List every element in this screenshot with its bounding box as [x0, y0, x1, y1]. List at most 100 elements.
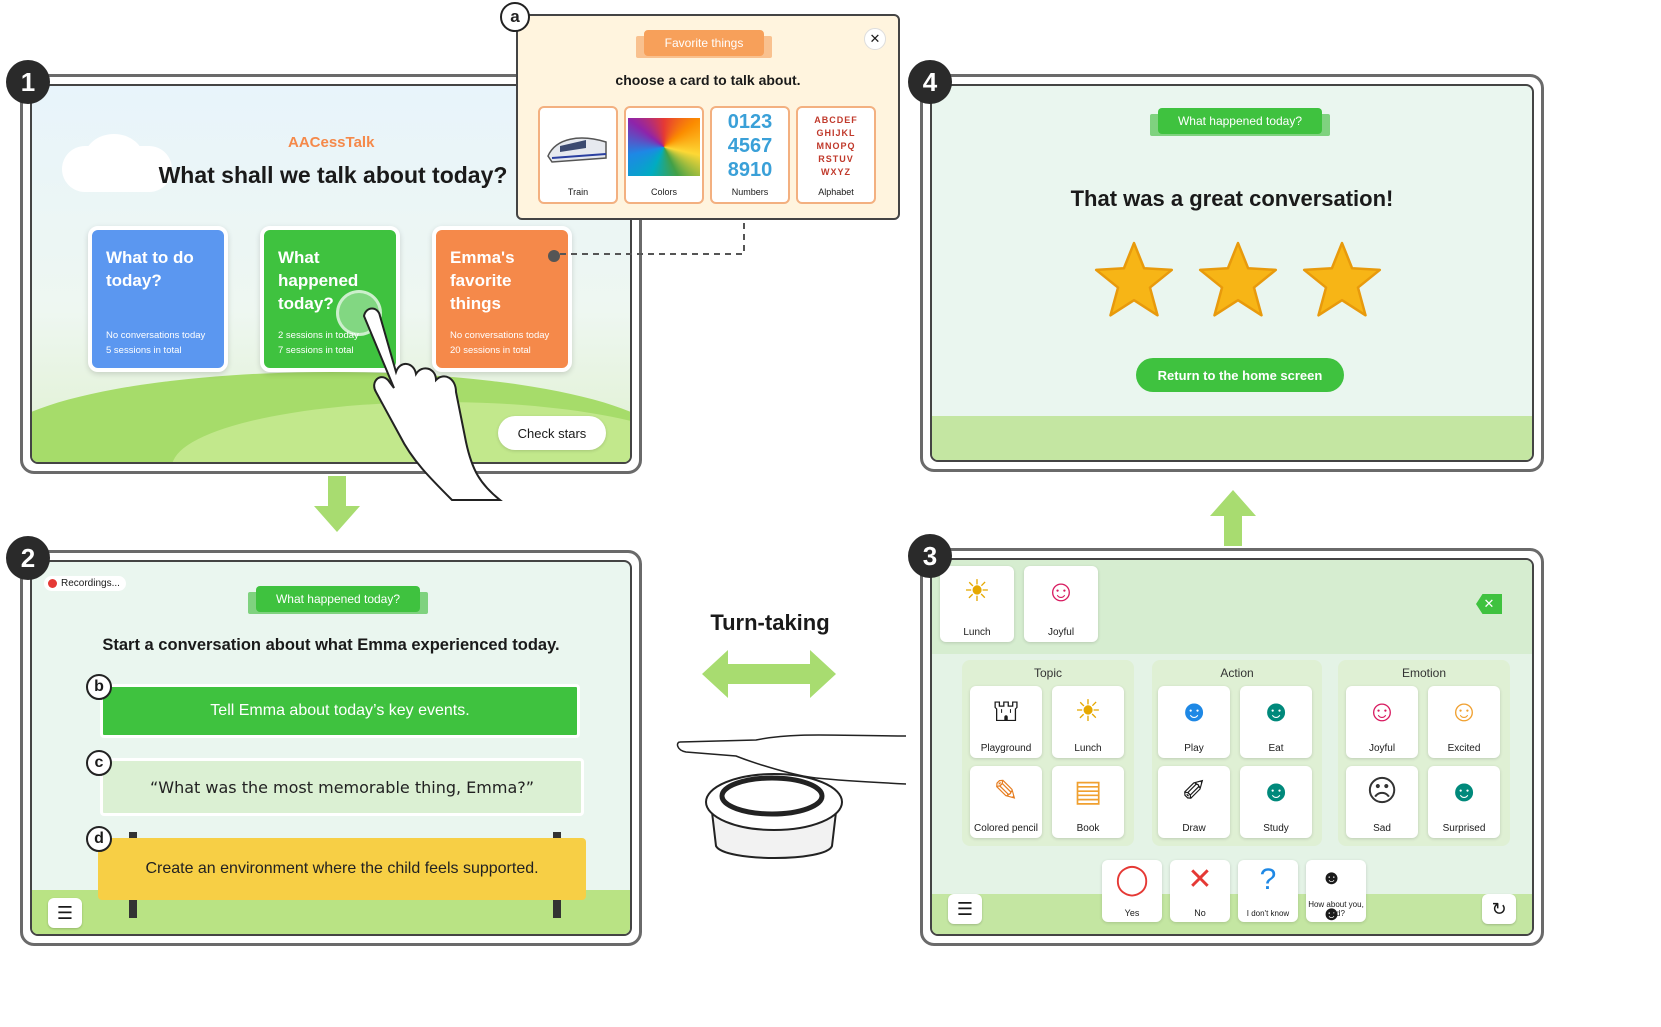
sun-icon: ☀	[1074, 695, 1102, 728]
aac-card-sad[interactable]: ☹Sad	[1346, 766, 1418, 838]
close-icon[interactable]: ✕	[864, 28, 886, 50]
card-label: Lunch	[1074, 743, 1102, 754]
quick-card-no[interactable]: ✕ No	[1170, 860, 1230, 922]
step-badge-3: 3	[908, 534, 952, 578]
aac-card-eat[interactable]: ☻Eat	[1240, 686, 1312, 758]
numbers-icon: 0123 4567 8910	[727, 111, 773, 181]
card-label: Lunch	[963, 627, 991, 638]
ground-decoration	[932, 894, 1532, 934]
arrow-down-icon	[314, 476, 360, 532]
panel-conversation-guide: Recordings... What happened today? Start…	[20, 550, 642, 946]
card-label: No	[1194, 908, 1206, 918]
guide-option-d[interactable]: Create an environment where the child fe…	[98, 838, 586, 900]
eat-icon: ☻	[1260, 695, 1292, 728]
badge-d: d	[86, 826, 112, 852]
selected-card-joyful[interactable]: ☺ Joyful	[1024, 566, 1098, 642]
aac-screen: ☀ Lunch ☺ Joyful ✕ Topic ⛫Playground ☀ Lu…	[930, 558, 1534, 936]
aac-card-surprised[interactable]: ☻ Surprised	[1428, 766, 1500, 838]
study-icon: ☻	[1260, 775, 1292, 808]
aac-card-lunch[interactable]: ☀ Lunch	[1052, 686, 1124, 758]
badge-b: b	[86, 674, 112, 700]
guide-option-c[interactable]: “What was the most memorable thing, Emma…	[100, 758, 584, 816]
card-group-emotion: Emotion ☺Joyful ☺ Excited ☹Sad ☻ Surprised	[1338, 660, 1510, 846]
panel-completion: What happened today? That was a great co…	[920, 74, 1544, 472]
card-label: Joyful	[1368, 743, 1396, 754]
quick-card-how-about-you[interactable]: ☻☻How about you, dad?	[1306, 860, 1366, 925]
color-wheel-icon	[628, 118, 700, 176]
return-home-button[interactable]: Return to the home screen	[1136, 358, 1344, 392]
group-title: Emotion	[1401, 666, 1447, 680]
recording-indicator: Recordings...	[44, 576, 126, 591]
quick-card-dont-know[interactable]: ?I don't know	[1238, 860, 1298, 922]
book-icon: ▤	[1073, 775, 1103, 808]
card-label: Joyful	[1047, 627, 1075, 638]
no-cross-icon: ✕	[1187, 863, 1213, 896]
sad-face-icon: ☹	[1366, 775, 1398, 808]
aac-card-joyful[interactable]: ☺Joyful	[1346, 686, 1418, 758]
menu-icon[interactable]: ☰	[948, 894, 982, 924]
star-icon	[1094, 241, 1174, 317]
thing-card-train[interactable]: Train	[538, 106, 618, 204]
train-icon	[547, 137, 607, 163]
backspace-icon[interactable]: ✕	[1476, 594, 1502, 614]
ground-decoration	[932, 416, 1532, 460]
push-button-illustration	[676, 734, 907, 859]
thing-card-alphabet[interactable]: ABCDEF GHIJKL MNOPQ RSTUV WXYZ Alphabet	[796, 106, 876, 204]
guide-option-b[interactable]: Tell Emma about today’s key events.	[100, 684, 580, 738]
draw-icon: ✐	[1181, 775, 1207, 808]
quick-card-yes[interactable]: ◯Yes	[1102, 860, 1162, 922]
favorite-things-popup: Favorite things ✕ choose a card to talk …	[516, 14, 900, 220]
page-title: What shall we talk about today?	[158, 162, 508, 188]
check-stars-button[interactable]: Check stars	[498, 416, 606, 450]
popup-ribbon: Favorite things	[644, 30, 764, 56]
card-label: Study	[1263, 823, 1289, 834]
aac-card-colored-pencil[interactable]: ✎Colored pencil	[970, 766, 1042, 838]
card-label: I don't know	[1246, 909, 1290, 918]
menu-icon[interactable]: ☰	[48, 898, 82, 928]
card-label: Play	[1184, 743, 1204, 754]
topic-card-favorite-things[interactable]: Emma's favorite things No conversations …	[432, 226, 572, 372]
sun-icon: ☀	[963, 575, 991, 608]
aac-card-draw[interactable]: ✐Draw	[1158, 766, 1230, 838]
topic-card-title: Emma's favorite things	[450, 248, 515, 313]
excited-icon: ☺	[1448, 695, 1480, 728]
stars-row	[932, 238, 1532, 328]
topic-card-what-to-do[interactable]: What to do today? No conversations today…	[88, 226, 228, 372]
recording-label: Recordings...	[61, 578, 120, 589]
aac-card-study[interactable]: ☻ Study	[1240, 766, 1312, 838]
thing-card-colors[interactable]: Colors	[624, 106, 704, 204]
thing-card-label: Alphabet	[818, 187, 854, 197]
alphabet-icon: ABCDEF GHIJKL MNOPQ RSTUV WXYZ	[814, 115, 858, 177]
parent-child-icon: ☻☻	[1321, 867, 1343, 925]
card-label: Yes	[1124, 908, 1140, 918]
hand-pointer-illustration	[362, 307, 503, 501]
panel-aac-board: ☀ Lunch ☺ Joyful ✕ Topic ⛫Playground ☀ Lu…	[920, 548, 1544, 946]
aac-card-excited[interactable]: ☺ Excited	[1428, 686, 1500, 758]
card-group-action: Action ☻Play ☻Eat ✐Draw ☻Study	[1152, 660, 1322, 846]
thing-card-numbers[interactable]: 0123 4567 8910 Numbers	[710, 106, 790, 204]
surprised-icon: ☻	[1448, 775, 1480, 808]
arrow-up-icon	[1210, 490, 1256, 546]
selected-card-lunch[interactable]: ☀ Lunch	[940, 566, 1014, 642]
card-label: Playground	[980, 743, 1032, 754]
thing-card-label: Colors	[650, 187, 677, 197]
group-title: Topic	[1033, 666, 1062, 680]
star-icon	[1198, 241, 1278, 317]
completion-heading: That was a great conversation!	[1070, 186, 1394, 211]
aac-card-book[interactable]: ▤ Book	[1052, 766, 1124, 838]
refresh-icon[interactable]: ↻	[1482, 894, 1516, 924]
play-icon: ☻	[1178, 695, 1210, 728]
card-label: Surprised	[1442, 823, 1486, 834]
aac-card-playground[interactable]: ⛫Playground	[970, 686, 1042, 758]
turn-taking-label: Turn-taking	[710, 610, 830, 635]
card-label: Excited	[1447, 743, 1481, 754]
aac-card-play[interactable]: ☻ Play	[1158, 686, 1230, 758]
app-logo: AACessTalk	[288, 134, 375, 151]
guide-heading: Start a conversation about what Emma exp…	[102, 636, 560, 654]
topic-card-title: What happened today?	[278, 248, 359, 313]
thing-card-label: Train	[567, 187, 589, 197]
card-label: How about you, dad?	[1308, 900, 1364, 918]
card-label: Book	[1076, 823, 1100, 834]
